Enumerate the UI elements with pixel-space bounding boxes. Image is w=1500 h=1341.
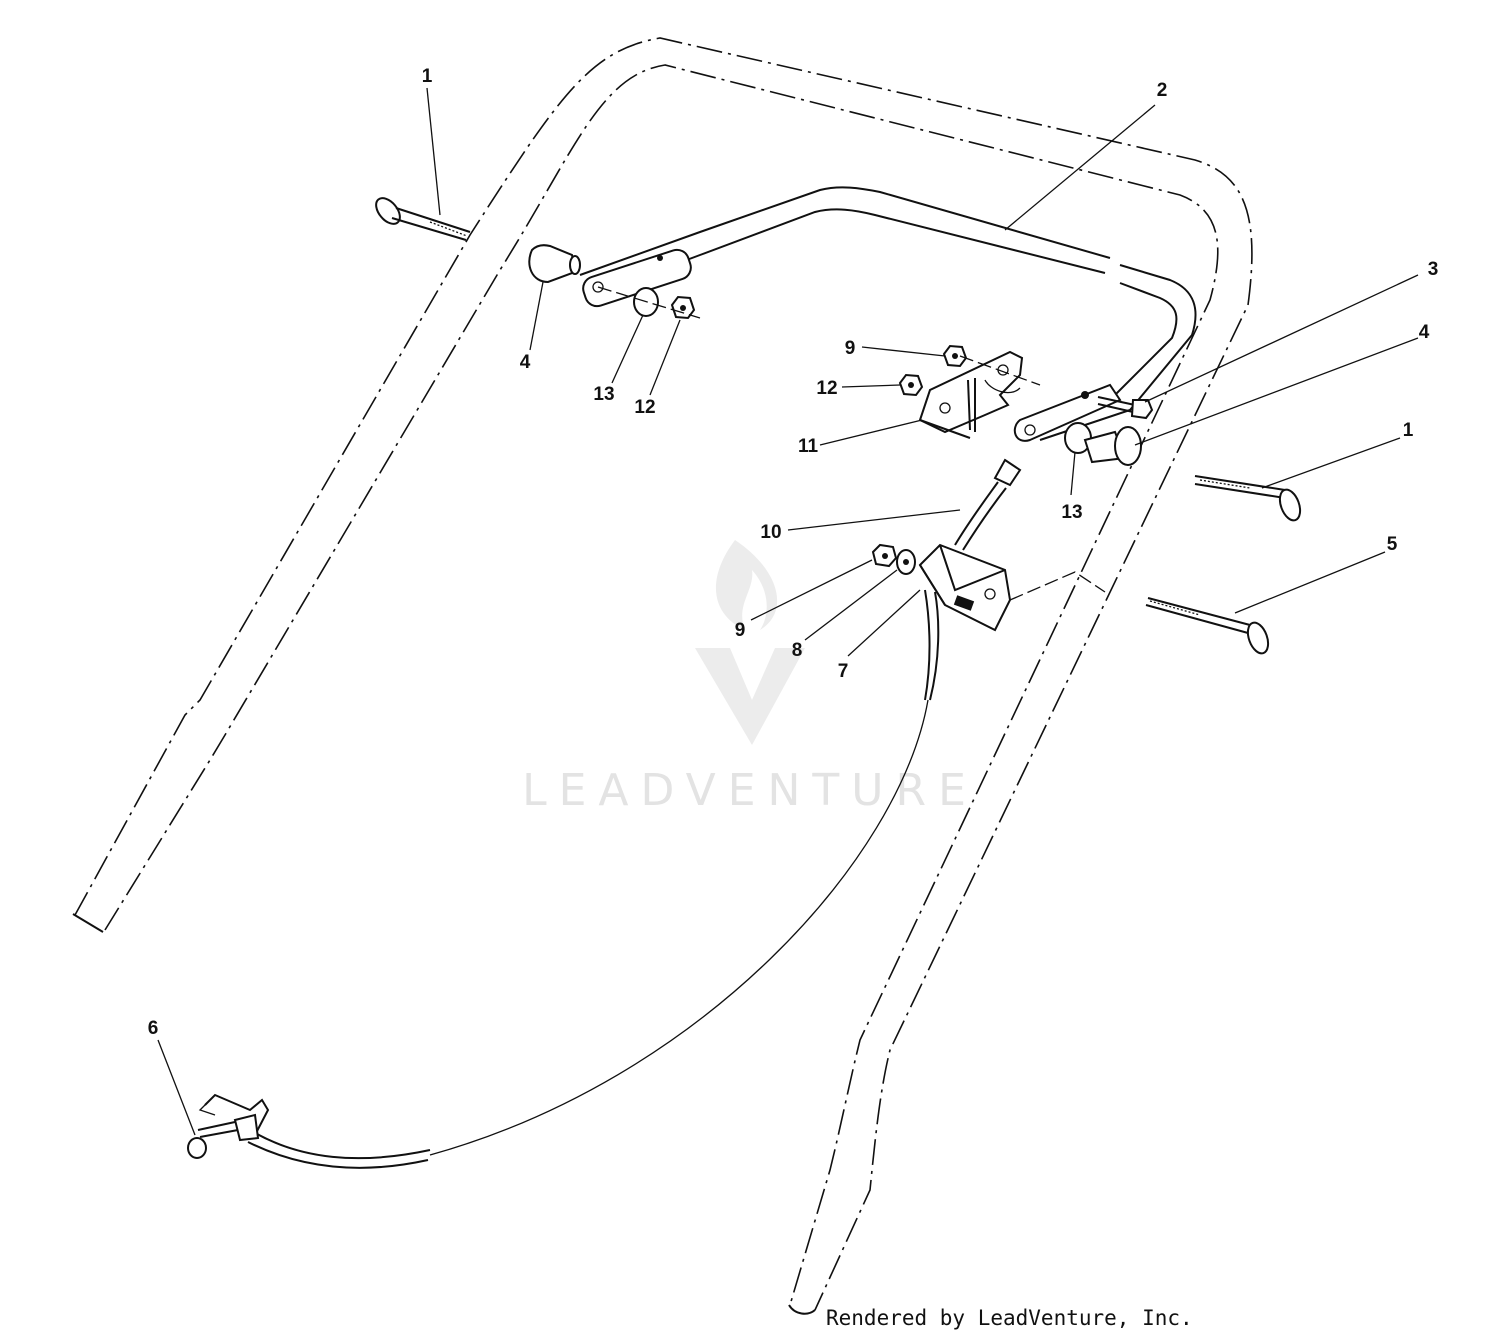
- callout-4-right: 4: [1419, 322, 1430, 343]
- switch-block: [918, 543, 1106, 632]
- callout-11: 11: [798, 436, 819, 457]
- callout-5: 5: [1387, 534, 1398, 555]
- left-pivot-hardware: [528, 244, 701, 320]
- carriage-bolt-right: [1194, 475, 1302, 522]
- callout-6: 6: [148, 1018, 159, 1039]
- watermark: LEADVENTURE: [522, 540, 978, 816]
- upper-handle-bar: [579, 186, 1197, 442]
- leader-lines: [157, 87, 1419, 1136]
- hex-bolt: [1081, 391, 1154, 420]
- cable-end-bracket: [187, 1093, 270, 1159]
- control-bracket: [918, 350, 1024, 439]
- right-pivot-hardware: [1064, 422, 1142, 466]
- carriage-bolt-left: [375, 197, 471, 241]
- callout-2: 2: [1157, 80, 1168, 101]
- render-credit: Rendered by LeadVenture, Inc.: [826, 1306, 1193, 1330]
- handle-bar-right-plate: [1013, 383, 1122, 442]
- callout-12-left: 12: [634, 397, 655, 418]
- switch-hardware: [871, 543, 916, 575]
- callout-13-left: 13: [593, 384, 614, 405]
- callout-1-top-left: 1: [422, 66, 433, 87]
- callout-3: 3: [1428, 259, 1439, 280]
- callout-9-top: 9: [845, 338, 856, 359]
- callout-10: 10: [760, 522, 781, 543]
- callout-1-right: 1: [1403, 420, 1414, 441]
- callout-labels: 1 2 3 4 4 13 12 9 12 11 13 1 10 5 9 8 7 …: [148, 66, 1439, 1039]
- control-cable: [247, 458, 1022, 1169]
- pivot-bushing-left: [528, 244, 577, 284]
- bracket-hardware: [898, 344, 1041, 397]
- long-bolt: [1145, 597, 1270, 655]
- callout-8: 8: [792, 640, 803, 661]
- watermark-logo-icon: [695, 540, 805, 745]
- callout-13-right: 13: [1061, 502, 1082, 523]
- watermark-text: LEADVENTURE: [522, 765, 978, 816]
- handle-tube: [72, 37, 1253, 1315]
- callout-9-bottom: 9: [735, 620, 746, 641]
- callout-12-right: 12: [816, 378, 837, 399]
- callout-4-left: 4: [520, 352, 531, 373]
- callout-7: 7: [838, 661, 849, 682]
